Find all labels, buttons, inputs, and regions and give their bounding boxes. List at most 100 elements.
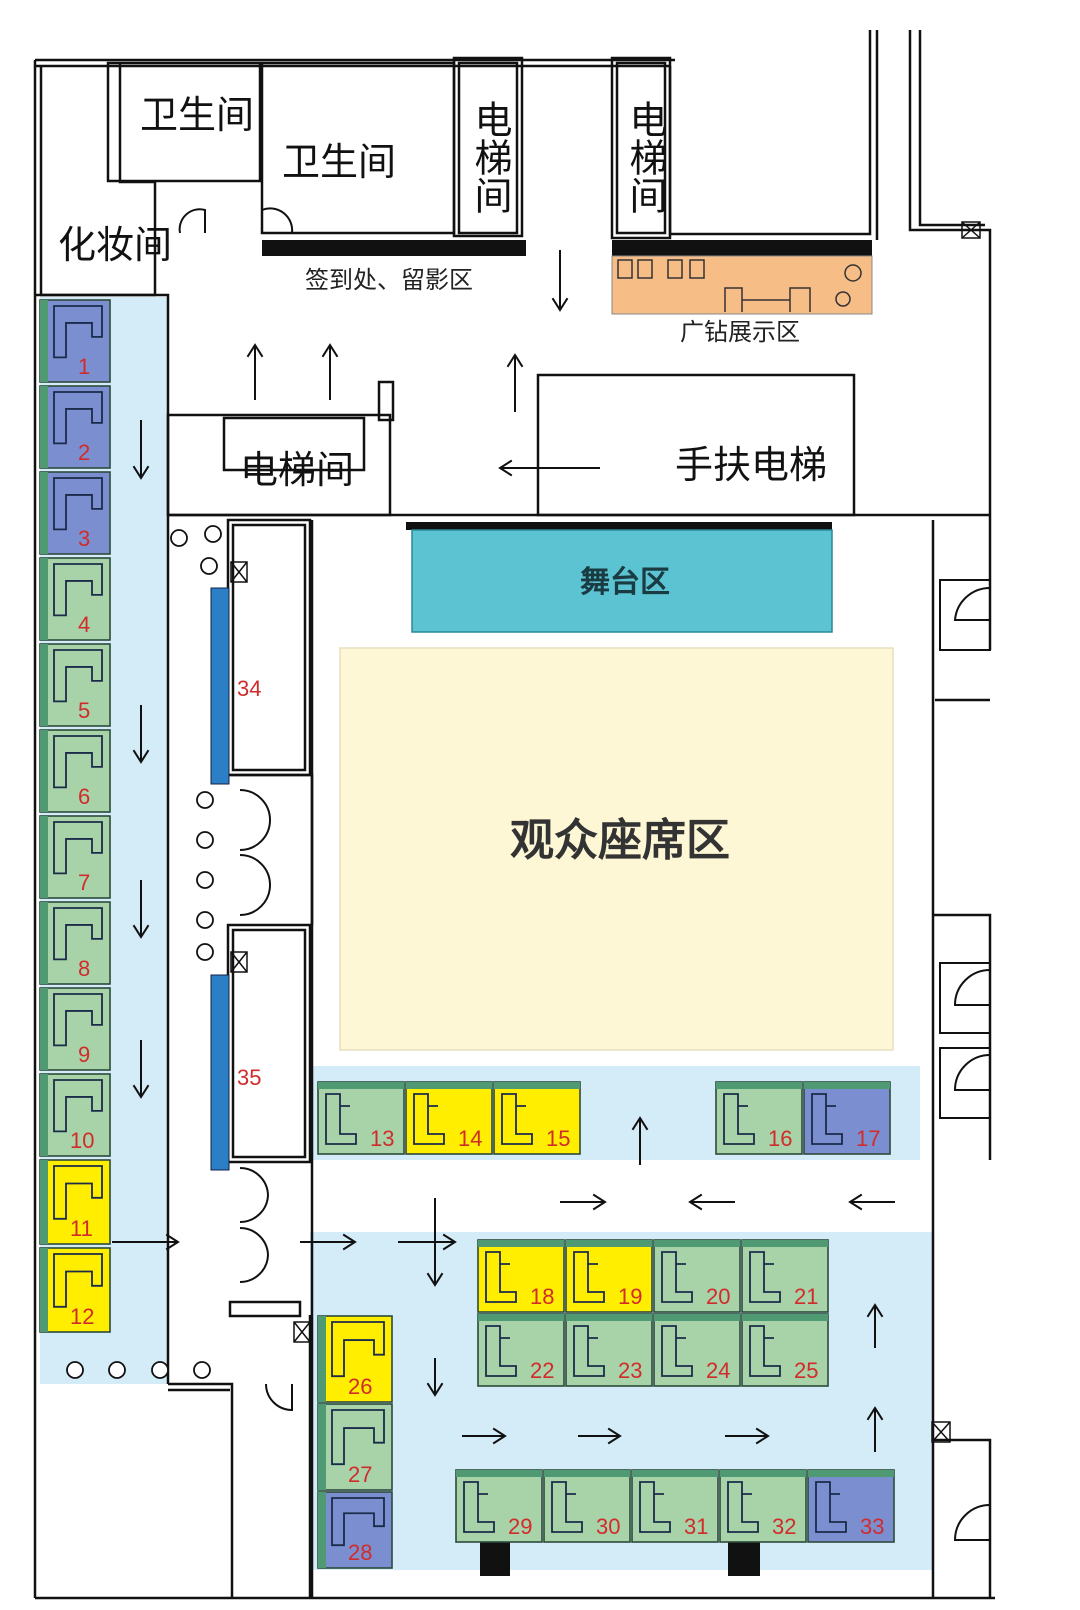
- booth-31[interactable]: 31: [631, 1469, 719, 1543]
- booth-23[interactable]: 23: [565, 1313, 653, 1387]
- label-elevator-1: 电梯间: [468, 100, 512, 214]
- booth-3-furniture: [53, 477, 103, 531]
- label-checkin: 签到处、留影区: [305, 266, 473, 294]
- booth-12[interactable]: 12: [39, 1247, 111, 1333]
- booth-21[interactable]: 21: [741, 1239, 829, 1313]
- booth-33-edge: [808, 1470, 894, 1477]
- booth-23-number: 23: [618, 1358, 642, 1383]
- booth-33[interactable]: 33: [807, 1469, 895, 1543]
- booth-29-edge: [456, 1470, 542, 1477]
- booth-16[interactable]: 16: [715, 1081, 803, 1155]
- door-right-4: [953, 1504, 991, 1541]
- booth-14-number: 14: [458, 1126, 482, 1151]
- booth-1[interactable]: 1: [39, 299, 111, 383]
- booth-22[interactable]: 22: [477, 1313, 565, 1387]
- flow-arrows: [112, 250, 895, 1452]
- booth-25-furniture: [749, 1325, 781, 1377]
- booth-2[interactable]: 2: [39, 385, 111, 469]
- label-booth-35: 35: [237, 1065, 261, 1090]
- booth-7-box: [39, 815, 111, 899]
- booth-23-furniture: [573, 1325, 605, 1377]
- arrow-down-left-1: [132, 420, 150, 480]
- booth-32[interactable]: 32: [719, 1469, 807, 1543]
- booth-7[interactable]: 7: [39, 815, 111, 899]
- booth-30-edge: [544, 1470, 630, 1477]
- booth-17[interactable]: 17: [803, 1081, 891, 1155]
- booth-8-box: [39, 901, 111, 985]
- booth-26[interactable]: 26: [317, 1315, 393, 1403]
- booth-13-furniture: [325, 1093, 357, 1145]
- booth-18-edge: [478, 1240, 564, 1247]
- booth-6-number: 6: [78, 784, 90, 809]
- label-restroom-2: 卫生间: [282, 140, 396, 184]
- booth-31-number: 31: [684, 1514, 708, 1539]
- booth-29[interactable]: 29: [455, 1469, 543, 1543]
- booth-7-number: 7: [78, 870, 90, 895]
- arrow-right-3: [398, 1233, 457, 1251]
- booth-27-edge: [318, 1404, 326, 1490]
- booth-24-furniture: [661, 1325, 693, 1377]
- booth-33-furniture: [815, 1481, 847, 1533]
- booth-1-number: 1: [78, 354, 90, 379]
- booth-9-number: 9: [78, 1042, 90, 1067]
- booth-3-edge: [40, 472, 48, 554]
- round-markers: [66, 525, 222, 1379]
- booth-2-edge: [40, 386, 48, 468]
- booth-13[interactable]: 13: [317, 1081, 405, 1155]
- arrow-up-mid: [631, 1116, 649, 1165]
- booth-4[interactable]: 4: [39, 557, 111, 641]
- door-lower: [265, 1383, 293, 1412]
- arrow-down-checkin: [551, 250, 569, 312]
- booth-17-edge: [804, 1082, 890, 1089]
- booth-20[interactable]: 20: [653, 1239, 741, 1313]
- booth-16-edge: [716, 1082, 802, 1089]
- booth-24[interactable]: 24: [653, 1313, 741, 1387]
- booth-6[interactable]: 6: [39, 729, 111, 813]
- label-booth-34: 34: [237, 676, 261, 701]
- room-labels: 卫生间 卫生间 化妆间 手扶电梯 电梯间: [58, 93, 827, 492]
- booth-1-furniture: [53, 305, 103, 359]
- booth-30[interactable]: 30: [543, 1469, 631, 1543]
- booth-14-edge: [406, 1082, 492, 1089]
- arrow-right-left-1: [112, 1233, 180, 1251]
- arrow-right-mid: [560, 1193, 607, 1211]
- booth-9[interactable]: 9: [39, 987, 111, 1071]
- booth-19[interactable]: 19: [565, 1239, 653, 1313]
- booth-8[interactable]: 8: [39, 901, 111, 985]
- booth-3[interactable]: 3: [39, 471, 111, 555]
- booth-20-number: 20: [706, 1284, 730, 1309]
- booth-15[interactable]: 15: [493, 1081, 581, 1155]
- booth-10-edge: [40, 1074, 48, 1156]
- arrow-left-mid-1: [688, 1193, 735, 1211]
- arrow-up-right-1: [866, 1303, 884, 1348]
- booth-11-number: 11: [70, 1216, 93, 1241]
- booth-19-number: 19: [618, 1284, 642, 1309]
- audience-area: [339, 647, 894, 1051]
- booth-28[interactable]: 28: [317, 1491, 393, 1569]
- booth-10[interactable]: 10: [39, 1073, 111, 1157]
- label-escalator: 手扶电梯: [675, 443, 827, 487]
- booth-14[interactable]: 14: [405, 1081, 493, 1155]
- booth-26-furniture: [331, 1321, 385, 1378]
- booth-15-furniture: [501, 1093, 533, 1145]
- booth-5-number: 5: [78, 698, 90, 723]
- booth-11[interactable]: 11: [39, 1159, 111, 1245]
- booth-2-number: 2: [78, 440, 90, 465]
- booth-1-box: [39, 299, 111, 383]
- arrow-left-escalator: [498, 459, 600, 477]
- booth-27[interactable]: 27: [317, 1403, 393, 1491]
- booth-25[interactable]: 25: [741, 1313, 829, 1387]
- booth-31-furniture: [639, 1481, 671, 1533]
- booth-18[interactable]: 18: [477, 1239, 565, 1313]
- booth-21-edge: [742, 1240, 828, 1247]
- checkin-counter: [262, 240, 526, 256]
- booth-12-furniture: [53, 1253, 103, 1308]
- label-audience: 观众座席区: [510, 815, 730, 866]
- booth-22-edge: [478, 1314, 564, 1321]
- booth-12-number: 12: [70, 1304, 94, 1329]
- booth-9-box: [39, 987, 111, 1071]
- booth-5[interactable]: 5: [39, 643, 111, 727]
- booth-2-box: [39, 385, 111, 469]
